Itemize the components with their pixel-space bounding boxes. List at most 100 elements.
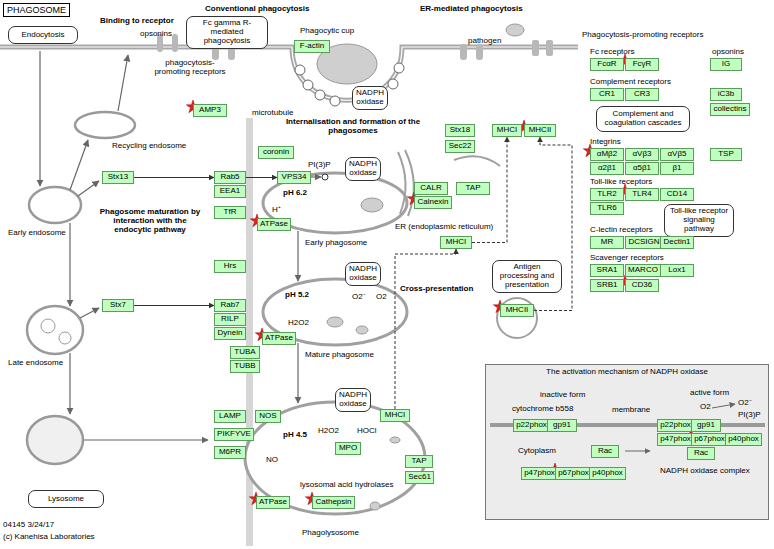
node-text: EEA1: [220, 187, 240, 196]
annotation-label: HOCl: [357, 426, 377, 435]
connector: [246, 177, 277, 178]
annotation-label: Mature phagosome: [305, 350, 374, 359]
receptor: [460, 44, 467, 60]
node-text: Antigen processing and presentation: [496, 263, 558, 289]
annotation-label: PI(3)P: [308, 160, 331, 169]
gene-box: Rab5: [214, 171, 246, 184]
gene-box: p67phox: [555, 467, 592, 480]
gene-box: EEA1: [214, 185, 246, 198]
annotation-label: active form: [690, 388, 729, 397]
gene-box: p40phox: [589, 467, 626, 480]
particle: [370, 502, 380, 510]
annotation-label: Phagocytosis-promoting receptors: [582, 30, 703, 39]
node-text: CD14: [667, 190, 687, 199]
node-text: DCSIGN: [628, 238, 659, 247]
node-text: αVβ3: [632, 150, 651, 159]
section-heading: pH 5.2: [285, 290, 309, 299]
section-heading: Cross-presentation: [400, 284, 473, 293]
arrow: [118, 55, 128, 111]
annotation-label: Phagolysosome: [302, 528, 359, 537]
node-text: iC3b: [718, 90, 734, 99]
gene-box: DCSIGN: [625, 236, 663, 249]
node-text: gp91: [553, 421, 571, 430]
node-text: Calnexin: [417, 198, 448, 207]
node-text: Dectin1: [663, 238, 690, 247]
gene-box: gp91: [691, 419, 721, 432]
node-text: TLR6: [597, 204, 617, 213]
pathway-box: NADPH oxidase: [335, 388, 371, 412]
gene-box: α2β1: [590, 162, 624, 175]
node-text: p40phox: [592, 469, 623, 478]
annotation-label: O2⁻: [352, 292, 366, 301]
node-text: Stx13: [108, 173, 128, 182]
receptor: [172, 34, 178, 52]
gene-box: α5β1: [625, 162, 659, 175]
node-text: MHCII: [506, 306, 529, 315]
gene-box: SRB1: [590, 279, 624, 292]
node-text: TLR4: [632, 190, 652, 199]
node-text: TSP: [718, 150, 734, 159]
annotation-label: microtubule: [252, 108, 293, 117]
annotation-label: Phagocytic cup: [300, 26, 354, 35]
annotation-label: O2: [700, 402, 711, 411]
actin-bead: [330, 96, 340, 106]
gene-box: SRA1: [590, 264, 624, 277]
pathway-box: NADPH oxidase: [345, 157, 381, 181]
gene-box: VPS34: [277, 171, 311, 184]
gene-box: TLR4: [625, 188, 659, 201]
annotation-label: Cytoplasm: [518, 446, 556, 455]
node-text: αVβ5: [667, 150, 686, 159]
node-text: α2β1: [598, 164, 616, 173]
gene-box: p47phox: [521, 467, 558, 480]
annotation-label: opsonins: [140, 29, 172, 38]
connector: [134, 305, 214, 306]
pathway-box: Lysosome: [28, 490, 104, 508]
gene-box: TAP: [405, 455, 433, 468]
gene-box: FcγR: [625, 58, 659, 71]
section-heading: Internalisation and formation of the pha…: [283, 117, 423, 135]
node-text: TAP: [412, 457, 427, 466]
map-title: PHAGOSOME: [3, 3, 70, 17]
gene-box: iC3b: [710, 88, 742, 101]
arrow: [84, 439, 208, 440]
gene-box: Stx13: [102, 171, 134, 184]
superoxide-arrow: [712, 404, 735, 408]
gene-box: MHCI: [440, 236, 472, 249]
node-text: NADPH oxidase: [339, 391, 367, 409]
gene-box: RILP: [214, 313, 246, 326]
node-text: FcαR: [597, 60, 616, 69]
vesicle: [41, 319, 55, 333]
section-heading: pH 6.2: [283, 188, 307, 197]
annotation-label: Early endosome: [8, 228, 66, 237]
gene-box: AMP3: [193, 104, 227, 117]
annotation-label: Fc receptors: [590, 47, 634, 56]
node-text: MHCII: [529, 126, 552, 135]
arrow: [69, 353, 70, 414]
gene-box: Calnexin: [414, 196, 452, 209]
node-text: TUBB: [234, 362, 255, 371]
node-text: CALR: [420, 184, 441, 193]
node-text: αMβ2: [597, 150, 617, 159]
annotation-label: O2: [376, 292, 387, 301]
annotation-label: membrane: [612, 405, 650, 414]
node-text: M6PR: [219, 448, 241, 457]
connector: [395, 249, 456, 409]
pathway-box: Fc gamma R-mediated phagocytosis: [186, 16, 268, 49]
gene-box: FcαR: [590, 58, 624, 71]
section-heading: Binding to receptor: [100, 16, 174, 25]
particle: [327, 317, 343, 327]
gene-box: Sec61: [405, 471, 434, 484]
node-text: β1: [672, 164, 681, 173]
actin-bead: [295, 65, 305, 75]
annotation-label: H2O2: [318, 426, 339, 435]
gene-box: CR1: [590, 88, 624, 101]
node-text: p40phox: [728, 435, 759, 444]
gene-box: Rac: [687, 447, 715, 460]
annotation-label: inactive form: [540, 390, 585, 399]
annotation-label: opsonins: [712, 47, 744, 56]
gene-box: CD14: [660, 188, 694, 201]
node-text: collectins: [714, 105, 747, 114]
gene-box: Stx7: [102, 299, 134, 312]
node-text: TfR: [224, 208, 237, 217]
gene-box: TUBA: [230, 346, 260, 359]
